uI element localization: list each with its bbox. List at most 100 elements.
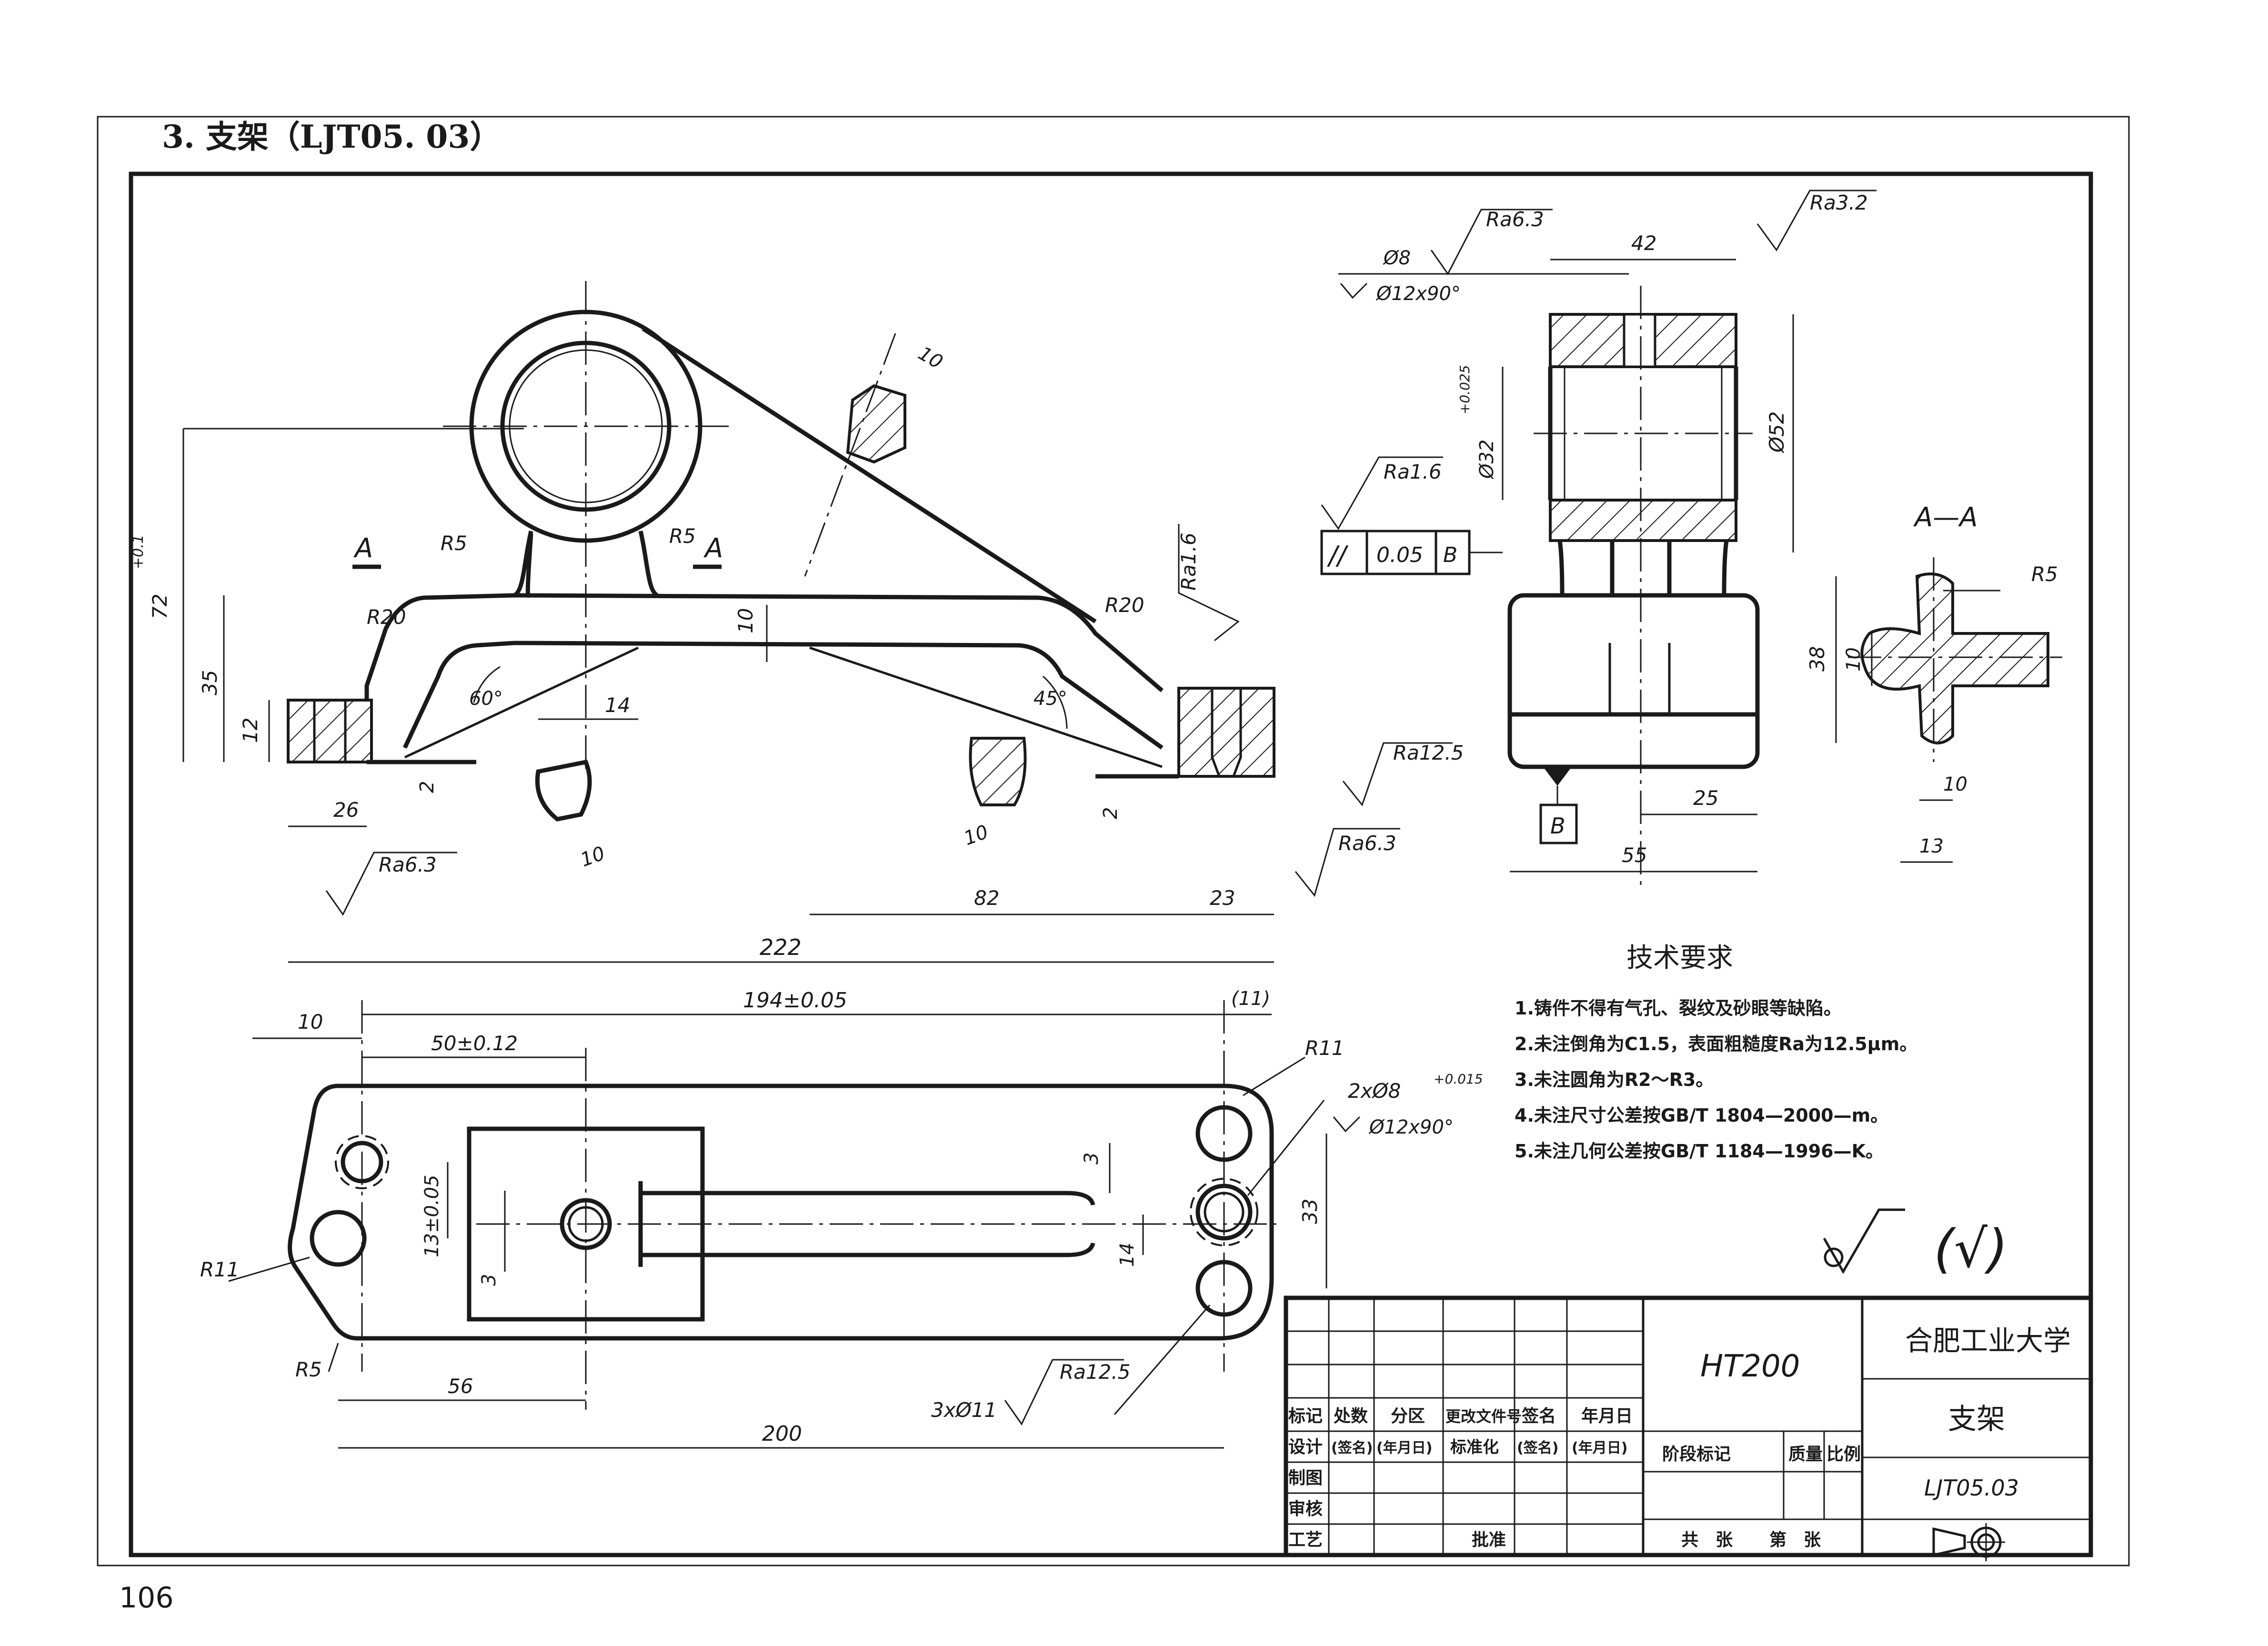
svg-text:(√): (√) bbox=[1934, 1218, 2008, 1279]
svg-text:R20: R20 bbox=[367, 605, 406, 629]
svg-text:3.未注圆角为R2～R3。: 3.未注圆角为R2～R3。 bbox=[1515, 1069, 1714, 1090]
cross-section-hatch bbox=[1860, 572, 2049, 744]
svg-text:12: 12 bbox=[239, 718, 262, 743]
title-block: 标记 处数 分区 更改文件号 签名 年月日 设计 (签名) (年月日) 标准化 … bbox=[1284, 1295, 2093, 1561]
tech-requirements: 技术要求 1.铸件不得有气孔、裂纹及砂眼等缺陷。 2.未注倒角为C1.5，表面粗… bbox=[1515, 943, 2008, 1279]
svg-text:25: 25 bbox=[1693, 786, 1718, 810]
svg-text:LJT05.03: LJT05.03 bbox=[1924, 1475, 2019, 1501]
svg-text:分区: 分区 bbox=[1391, 1406, 1425, 1426]
svg-text:38: 38 bbox=[1806, 646, 1829, 672]
svg-text:R5: R5 bbox=[669, 524, 696, 548]
svg-text:+0.025: +0.025 bbox=[1457, 365, 1473, 414]
svg-text:质量: 质量 bbox=[1788, 1445, 1823, 1464]
svg-text:B: B bbox=[1443, 543, 1457, 567]
svg-text:Ra1.6: Ra1.6 bbox=[1384, 460, 1442, 483]
svg-text:3: 3 bbox=[1081, 1153, 1103, 1164]
svg-text:82: 82 bbox=[974, 886, 999, 910]
svg-text:14: 14 bbox=[1116, 1243, 1138, 1267]
svg-text:设计: 设计 bbox=[1288, 1437, 1323, 1457]
svg-text:年月日: 年月日 bbox=[1581, 1406, 1633, 1426]
svg-text:比例: 比例 bbox=[1826, 1445, 1861, 1464]
svg-text:(11): (11) bbox=[1231, 988, 1270, 1010]
svg-text:4.未注尺寸公差按GB/T 1804—2000—m。: 4.未注尺寸公差按GB/T 1804—2000—m。 bbox=[1515, 1105, 1888, 1126]
svg-text:技术要求: 技术要求 bbox=[1626, 943, 1733, 974]
svg-text:Ø32: Ø32 bbox=[1476, 440, 1498, 480]
svg-text:Ra6.3: Ra6.3 bbox=[1338, 832, 1396, 855]
svg-text:工艺: 工艺 bbox=[1288, 1530, 1323, 1550]
svg-text:13: 13 bbox=[1919, 835, 1944, 857]
svg-text:3: 3 bbox=[478, 1274, 500, 1286]
svg-text:1.铸件不得有气孔、裂纹及砂眼等缺陷。: 1.铸件不得有气孔、裂纹及砂眼等缺陷。 bbox=[1515, 998, 1842, 1019]
svg-text:Ø52: Ø52 bbox=[1765, 411, 1788, 453]
svg-text:阶段标记: 阶段标记 bbox=[1662, 1445, 1731, 1464]
svg-text:Ø12x90°: Ø12x90° bbox=[1375, 283, 1461, 305]
svg-text:72: 72 bbox=[148, 594, 171, 619]
svg-text:(年月日): (年月日) bbox=[1376, 1440, 1432, 1456]
page-number: 106 bbox=[119, 1581, 174, 1615]
svg-text:支架: 支架 bbox=[1948, 1403, 2005, 1436]
svg-text:2.未注倒角为C1.5，表面粗糙度Ra为12.5μm。: 2.未注倒角为C1.5，表面粗糙度Ra为12.5μm。 bbox=[1515, 1034, 1917, 1054]
svg-text:23: 23 bbox=[1210, 886, 1235, 910]
svg-text:A: A bbox=[703, 533, 723, 564]
svg-text:10: 10 bbox=[578, 843, 608, 872]
svg-text:2xØ8: 2xØ8 bbox=[1348, 1079, 1401, 1103]
left-foot-hatch bbox=[287, 699, 373, 763]
svg-text:+0.1: +0.1 bbox=[130, 534, 147, 569]
svg-text:标准化: 标准化 bbox=[1450, 1438, 1499, 1457]
svg-text://: // bbox=[1327, 541, 1349, 571]
svg-text:B: B bbox=[1550, 813, 1566, 839]
outer-border bbox=[97, 116, 2130, 1566]
svg-text:Ø12x90°: Ø12x90° bbox=[1368, 1116, 1454, 1138]
svg-text:R5: R5 bbox=[2031, 562, 2058, 586]
svg-text:194±0.05: 194±0.05 bbox=[743, 988, 847, 1013]
svg-text:处数: 处数 bbox=[1334, 1406, 1368, 1426]
page-title: 3. 支架（LJT05. 03） bbox=[162, 118, 501, 155]
svg-text:更改文件号: 更改文件号 bbox=[1445, 1407, 1522, 1425]
rib-section-2 bbox=[535, 759, 592, 822]
svg-text:(签名): (签名) bbox=[1331, 1440, 1373, 1456]
svg-text:222: 222 bbox=[760, 934, 802, 960]
svg-text:R11: R11 bbox=[1305, 1036, 1345, 1060]
top-view: 10 194±0.05 (11) 50±0.12 13±0.05 3 3 14 … bbox=[200, 988, 1483, 1449]
svg-text:10: 10 bbox=[961, 821, 992, 850]
svg-text:Ra6.3: Ra6.3 bbox=[1486, 208, 1544, 231]
svg-text:R5: R5 bbox=[295, 1358, 322, 1381]
svg-text:Ø8: Ø8 bbox=[1383, 247, 1411, 269]
svg-text:10: 10 bbox=[1943, 773, 1967, 795]
projection-symbol-icon bbox=[1932, 1527, 1966, 1557]
svg-text:Ra12.5: Ra12.5 bbox=[1060, 1360, 1130, 1384]
svg-text:55: 55 bbox=[1622, 843, 1647, 867]
svg-text:10: 10 bbox=[298, 1010, 323, 1034]
svg-text:13±0.05: 13±0.05 bbox=[421, 1175, 443, 1257]
svg-text:2: 2 bbox=[1100, 807, 1122, 819]
rib-section-1 bbox=[846, 384, 906, 464]
svg-text:R5: R5 bbox=[441, 532, 467, 555]
section-aa: A—A 38 10 10 13 R5 bbox=[1806, 502, 2062, 863]
svg-text:0.05: 0.05 bbox=[1376, 543, 1423, 567]
sleeve-bottom-hatch bbox=[1549, 499, 1737, 542]
svg-text:标记: 标记 bbox=[1288, 1406, 1323, 1426]
side-base bbox=[1507, 593, 1760, 769]
side-view: 42 Ø52 Ø32 +0.025 55 25 Ø8 Ø12x90° Ra6.3… bbox=[1320, 190, 1877, 886]
svg-text:Ra12.5: Ra12.5 bbox=[1393, 741, 1464, 764]
svg-text:10: 10 bbox=[914, 342, 946, 373]
svg-text:(签名): (签名) bbox=[1517, 1440, 1558, 1456]
svg-text:35: 35 bbox=[198, 670, 221, 695]
svg-text:(年月日): (年月日) bbox=[1572, 1440, 1627, 1456]
svg-text:签名: 签名 bbox=[1522, 1406, 1556, 1426]
svg-text:+0.015: +0.015 bbox=[1434, 1071, 1483, 1087]
rib-section-3 bbox=[969, 737, 1027, 806]
svg-text:2: 2 bbox=[416, 781, 438, 793]
plate-outline bbox=[288, 1084, 1274, 1341]
svg-text:制图: 制图 bbox=[1288, 1468, 1323, 1488]
svg-text:3xØ11: 3xØ11 bbox=[931, 1398, 997, 1422]
svg-text:批准: 批准 bbox=[1472, 1530, 1506, 1550]
svg-text:Ra6.3: Ra6.3 bbox=[379, 853, 437, 876]
svg-text:R11: R11 bbox=[200, 1258, 240, 1281]
svg-text:56: 56 bbox=[448, 1375, 473, 1398]
svg-text:26: 26 bbox=[333, 798, 359, 822]
svg-text:合肥工业大学: 合肥工业大学 bbox=[1905, 1325, 2071, 1357]
right-foot-hatch bbox=[1177, 687, 1275, 778]
svg-text:33: 33 bbox=[1298, 1199, 1322, 1224]
